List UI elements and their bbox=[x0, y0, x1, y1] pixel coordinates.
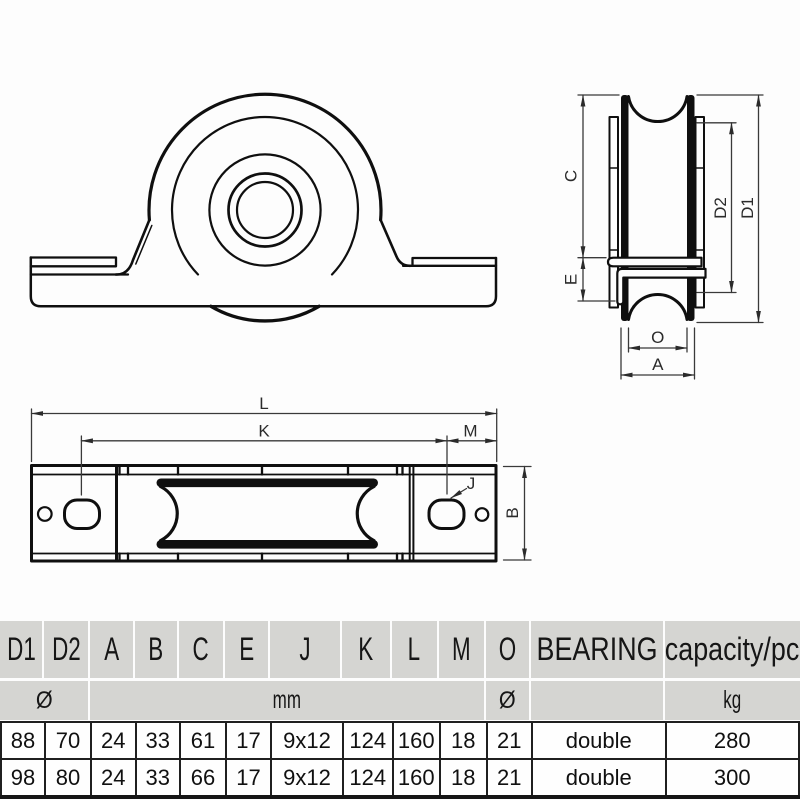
cell-bearing: double bbox=[531, 758, 667, 799]
dim-label-D1: D1 bbox=[738, 197, 757, 219]
dim-label-M: M bbox=[463, 422, 477, 441]
dim-label-C: C bbox=[561, 170, 580, 182]
cell-a: 24 bbox=[90, 721, 137, 760]
col-header-b: B bbox=[134, 621, 177, 678]
col-header-d1: D1 bbox=[0, 621, 42, 678]
side-view-dimensions bbox=[577, 94, 764, 380]
cell-o: 21 bbox=[485, 721, 533, 760]
col-header-a: A bbox=[90, 621, 133, 678]
cell-k: 124 bbox=[342, 721, 394, 760]
dim-label-O: O bbox=[651, 328, 664, 347]
cell-c: 61 bbox=[179, 721, 227, 760]
cell-j: 9x12 bbox=[270, 758, 344, 799]
cell-m: 18 bbox=[439, 721, 488, 760]
col-header-l: L bbox=[391, 621, 437, 678]
cell-m: 18 bbox=[439, 758, 488, 799]
front-view bbox=[29, 92, 498, 323]
dim-label-B: B bbox=[503, 507, 522, 518]
cell-e: 17 bbox=[225, 721, 272, 760]
col-header-capacity: capacity/pc bbox=[664, 621, 800, 678]
dim-label-D2: D2 bbox=[711, 197, 730, 219]
unit-mm: mm bbox=[90, 681, 484, 720]
dim-label-E: E bbox=[561, 274, 580, 285]
cell-a: 24 bbox=[90, 758, 137, 799]
cell-e: 17 bbox=[225, 758, 272, 799]
cell-d1: 88 bbox=[0, 721, 46, 760]
col-header-o: O bbox=[485, 621, 529, 678]
table-row: 98 80 24 33 66 17 9x12 124 160 18 21 dou… bbox=[0, 758, 800, 799]
unit-diameter-d1d2: Ø bbox=[0, 681, 88, 720]
col-header-c: C bbox=[179, 621, 223, 678]
cell-d1: 98 bbox=[0, 758, 46, 799]
cell-b: 33 bbox=[134, 721, 181, 760]
col-header-k: K bbox=[342, 621, 390, 678]
plan-view-dimensions bbox=[30, 408, 532, 561]
cell-c: 66 bbox=[179, 758, 227, 799]
technical-drawing: C E D2 D1 O A bbox=[29, 92, 764, 563]
col-header-d2: D2 bbox=[44, 621, 88, 678]
unit-bearing-blank bbox=[531, 681, 663, 720]
cell-bearing: double bbox=[531, 721, 667, 760]
col-header-j: J bbox=[270, 621, 340, 678]
table-row: 88 70 24 33 61 17 9x12 124 160 18 21 dou… bbox=[0, 721, 800, 760]
cell-capacity: 280 bbox=[664, 721, 800, 760]
cell-o: 21 bbox=[485, 758, 533, 799]
unit-diameter-o: Ø bbox=[485, 681, 529, 720]
spec-table-units-row: Ø mm Ø kg bbox=[0, 681, 800, 720]
side-view bbox=[606, 95, 707, 321]
cell-d2: 70 bbox=[44, 721, 92, 760]
spec-table: D1 D2 A B C E J K L M O BEARING capacity… bbox=[0, 621, 800, 799]
cell-d2: 80 bbox=[44, 758, 92, 799]
cell-k: 124 bbox=[342, 758, 394, 799]
dim-label-A: A bbox=[652, 355, 664, 374]
spec-table-data: 88 70 24 33 61 17 9x12 124 160 18 21 dou… bbox=[0, 721, 800, 799]
cell-l: 160 bbox=[391, 758, 441, 799]
col-header-e: E bbox=[225, 621, 268, 678]
col-header-bearing: BEARING bbox=[531, 621, 663, 678]
cell-l: 160 bbox=[391, 721, 441, 760]
dim-label-K: K bbox=[258, 422, 270, 441]
col-header-m: M bbox=[439, 621, 484, 678]
dim-label-J: J bbox=[467, 474, 476, 493]
dim-label-L: L bbox=[259, 394, 268, 413]
spec-table-header-row: D1 D2 A B C E J K L M O BEARING capacity… bbox=[0, 621, 800, 678]
cell-capacity: 300 bbox=[664, 758, 800, 799]
cell-j: 9x12 bbox=[270, 721, 344, 760]
unit-kg: kg bbox=[664, 681, 800, 720]
plan-view bbox=[30, 464, 498, 563]
cell-b: 33 bbox=[134, 758, 181, 799]
